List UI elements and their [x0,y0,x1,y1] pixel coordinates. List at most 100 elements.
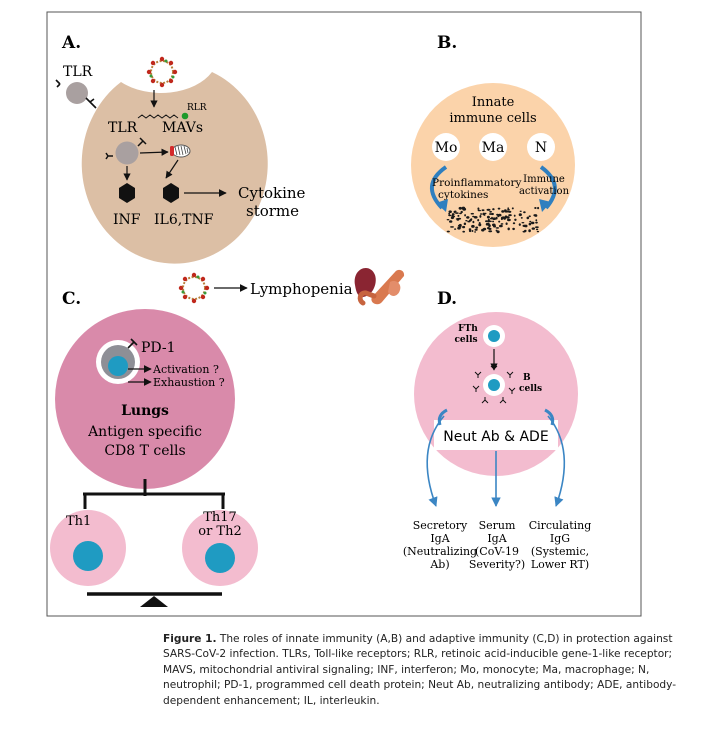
proinflammatory-line2: cytokines [438,189,488,201]
cytokine-particle [530,221,535,225]
lymphopenia-label: Lymphopenia [250,280,353,298]
panel-c: C. PD-1 Activation ? Exhaustion ? Lungs … [50,289,258,607]
caption-text: The roles of innate immunity (A,B) and a… [163,633,677,707]
cytokine-particle [486,208,491,211]
cytokine-particle [481,209,485,212]
mitochondria-icon [170,144,191,158]
monocyte-cell [432,133,460,161]
organ-icons [354,267,405,306]
th1-nucleus [73,541,103,571]
tlr-outer-cell [66,82,88,104]
cytokine-particle [535,221,538,224]
circulating-igg-text: Circulating IgG (Systemic, Lower RT) [529,519,592,571]
cytokine-particle [495,216,498,220]
cytokine-particle [486,215,490,219]
cytokine-particle [511,207,514,210]
cytokine-particle [457,227,461,230]
circulating-line2: IgG [550,532,570,545]
secretory-iga-text: Secretory IgA (Neutralizing Ab) [403,519,477,571]
n-label: N [535,140,547,156]
cytokine-particle [520,217,523,219]
cytokine-particle [457,214,460,217]
caption-label: Figure 1. [163,633,217,645]
neutrophil-cell [527,133,555,161]
cytokine-particle [465,220,468,222]
cytokine-particle [536,230,540,233]
cytokine-particle [471,224,475,228]
cytokine-particle [528,222,532,226]
cytokine-particle [479,213,483,215]
cytokine-particle [507,227,510,231]
cytokine-particle [528,215,531,218]
cytokine-particle [463,222,467,226]
cytokine-particle [455,212,459,214]
cytokine-particle [487,219,490,223]
cytokine-particle [454,228,457,230]
cytokine-particle [492,217,497,220]
panel-d: D. FTh cells B cells Neut Ab & ADE Secre [403,289,591,571]
cytokine-particle [448,210,452,213]
circulating-line3: (Systemic, [531,545,589,558]
cytokine-particle [477,219,480,222]
cytokine-particle [531,227,535,230]
antigen-line1: Antigen specific [87,424,202,440]
lymphopenia-row: Lymphopenia [177,267,405,306]
secretory-line3: (Neutralizing [403,545,477,558]
cytokine-particle [505,222,508,225]
serum-line2: IgA [487,532,507,545]
cytokine-particle [474,228,478,231]
serum-line1: Serum [479,519,516,532]
cytokine-particle [446,230,450,233]
immune-activation-line1: Immune [523,174,565,185]
cytokine-particle [524,229,527,232]
cytokine-particle [477,207,480,210]
cytokine-particle [519,210,522,212]
cytokine-particle [464,214,466,217]
cytokine-particle [488,227,491,230]
tlr-receptor-icon [85,97,97,109]
cytokine-particle [485,224,490,226]
cytokine-particle [534,207,537,209]
cytokine-particle [453,210,456,214]
ma-label: Ma [482,140,505,156]
cytokine-particle [521,222,525,224]
cytokine-particle [523,211,526,214]
cytokine-particle [492,208,495,211]
cytokine-particle [468,229,472,233]
tlr-inner-cell [115,141,139,165]
cytokine-particle [495,229,498,232]
cytokine-particle [478,223,482,227]
cytokine-particle [489,217,493,220]
pd1-receptor-icon [127,338,138,349]
cytokine-particle [449,220,453,223]
cytokine-particle [492,220,495,223]
cytokine-particle [458,206,462,210]
innate-title-line1: Innate [472,95,515,110]
cytokine-particle [512,222,516,225]
cytokine-particle [507,208,510,211]
cytokine-particle [482,212,485,216]
cytokine-particle [497,207,501,210]
tlr-outer-label: TLR [63,64,93,80]
cytokine-particle [471,230,474,232]
cytokine-particle [474,231,476,233]
balance-fulcrum [140,596,168,607]
immune-activation-line2: activation [519,186,570,197]
macrophage-cell [479,133,507,161]
neut-ab-label: Neut Ab & ADE [443,429,548,445]
inf-hexagon-icon [119,183,135,203]
antibody-icons [472,365,516,404]
cytokine-particle [446,219,450,221]
cytokine-particle [535,228,539,231]
proinflammatory-line1: Proinflammatory [432,177,522,189]
cytokine-particle [535,219,538,222]
cytokine-particle [518,223,521,226]
cytokine-particle [499,224,503,228]
secretory-line1: Secretory [413,519,468,532]
serum-iga-text: Serum IgA (CoV-19 Severity?) [469,519,525,571]
cytokine-particle [518,213,522,217]
cytokine-particles [446,206,540,234]
cytokine-particle [507,218,511,222]
lungs-circle [55,309,235,489]
cytokine-particle [485,220,489,223]
